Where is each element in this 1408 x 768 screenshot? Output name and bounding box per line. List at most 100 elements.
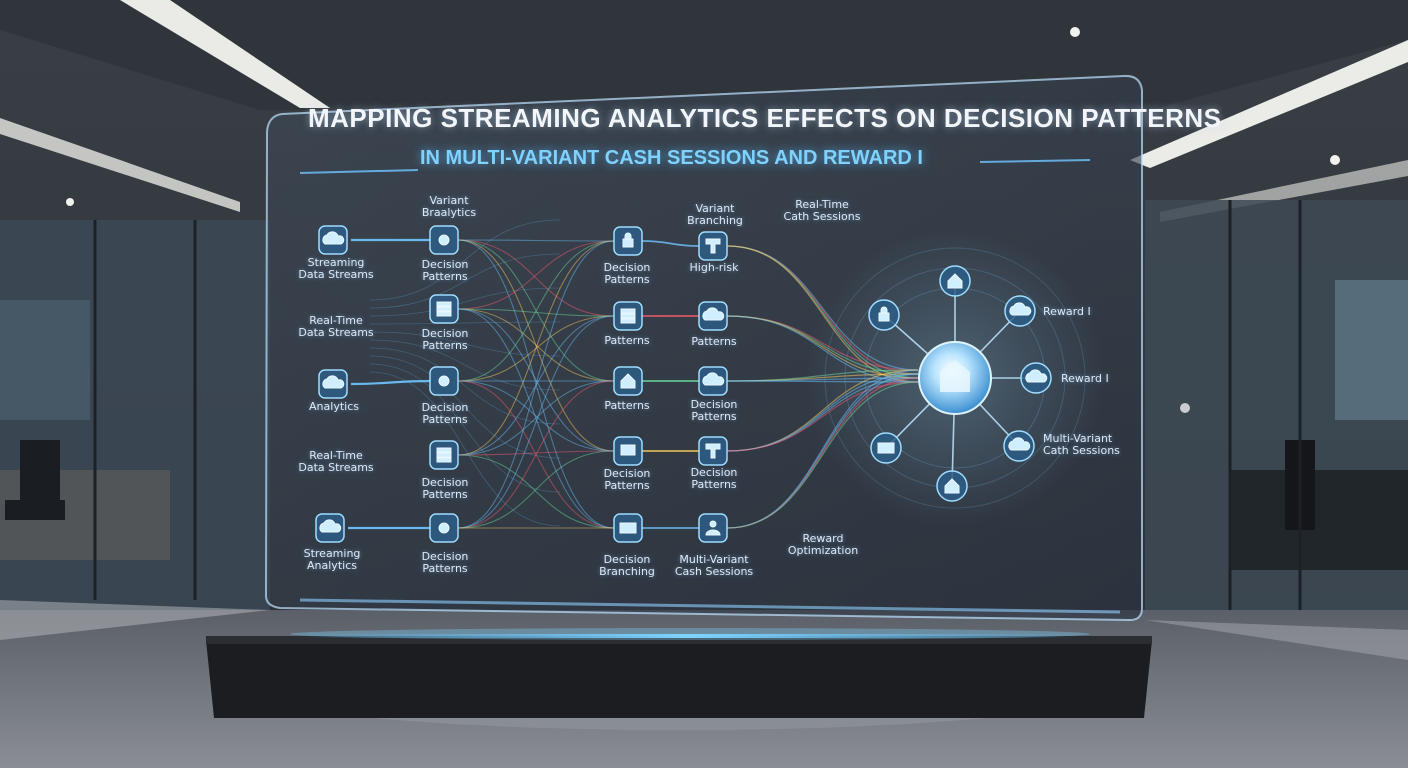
card-icon (619, 522, 637, 534)
icon-nodes (315, 225, 1052, 543)
flow-line (457, 450, 615, 529)
flow-line (457, 308, 615, 452)
flow-line (457, 239, 615, 317)
flow-line (369, 339, 561, 391)
flow-node (315, 513, 345, 543)
lock-icon (622, 232, 634, 248)
flow-line (369, 287, 561, 317)
flow-line (369, 363, 561, 493)
tool-icon (705, 238, 721, 254)
flow-line (369, 355, 561, 459)
flow-node (939, 265, 971, 297)
flow-node (318, 369, 348, 399)
flow-node (870, 432, 902, 464)
flow-line (457, 380, 615, 529)
flow-node (613, 226, 643, 256)
cloud-icon (1008, 437, 1031, 451)
flow-node (698, 231, 728, 261)
flow-line (726, 380, 919, 383)
flow-line (457, 315, 615, 529)
col3-node-label: Patterns (604, 399, 650, 412)
flow-line (457, 315, 615, 456)
flow-node (429, 294, 459, 324)
col4-header-label: Variant Branching (687, 202, 743, 227)
col1-node-label: Analytics (309, 400, 359, 413)
flow-node (613, 436, 643, 466)
home-icon (944, 478, 960, 494)
flow-line (457, 239, 615, 382)
flow-line (369, 371, 561, 527)
flow-node (868, 299, 900, 331)
server-icon (436, 447, 452, 463)
flow-line (457, 240, 615, 382)
flow-line (457, 239, 615, 452)
flow-node (429, 225, 459, 255)
hub-right-label: Reward I (1061, 372, 1109, 385)
flow-line (457, 308, 615, 529)
node-badge (698, 513, 728, 543)
col4-node-label: Decision Patterns (690, 466, 738, 491)
col3-node-label: Decision Patterns (603, 467, 651, 492)
flow-line (457, 380, 615, 452)
home-icon (947, 273, 963, 289)
flow-line (457, 380, 615, 456)
cloud-icon (1025, 369, 1048, 383)
col2-node-label: Decision Patterns (421, 550, 469, 575)
flow-line (369, 219, 561, 301)
flow-node (698, 436, 728, 466)
flow-line (369, 253, 561, 309)
flow-node (698, 366, 728, 396)
col4-node-label: Patterns (691, 335, 737, 348)
gear-icon (438, 375, 450, 387)
cloud-icon (702, 372, 725, 386)
flow-line (726, 381, 919, 529)
lock-icon (878, 306, 890, 322)
flow-node (613, 366, 643, 396)
cloud-icon (319, 519, 342, 533)
flow-line (457, 240, 615, 456)
col2-node-label: Decision Patterns (421, 258, 469, 283)
flow-line (457, 454, 615, 529)
flow-line (457, 240, 615, 310)
col2-header-label: Variant Braalytics (421, 194, 477, 219)
home-icon (620, 373, 636, 389)
server-icon (436, 301, 452, 317)
flow-line (369, 321, 561, 325)
gear-icon (438, 234, 450, 246)
flow-line (369, 347, 561, 425)
flow-node (1004, 295, 1036, 327)
user-icon (705, 520, 721, 536)
flow-line (726, 315, 919, 383)
col4-node-label: High-risk (689, 261, 739, 274)
server-icon (620, 308, 636, 324)
flow-node (318, 225, 348, 255)
panel-subtitle: IN MULTI-VARIANT CASH SESSIONS AND REWAR… (420, 147, 923, 169)
col5-footer-label: Reward Optimization (787, 532, 859, 557)
col1-node-label: Real-Time Data Streams (298, 449, 374, 474)
flow-node (698, 513, 728, 543)
col2-node-label: Decision Patterns (421, 401, 469, 426)
flow-node (613, 301, 643, 331)
flow-line (457, 450, 615, 456)
flow-node (936, 470, 968, 502)
flow-line (457, 308, 615, 382)
flow-line (457, 380, 615, 529)
col1-node-label: Streaming Analytics (303, 547, 361, 572)
col2-node-label: Decision Patterns (421, 476, 469, 501)
tool-icon (705, 443, 721, 459)
cloud-icon (322, 375, 345, 389)
col1-node-label: Streaming Data Streams (298, 256, 374, 281)
flow-node (429, 366, 459, 396)
flow-node (698, 301, 728, 331)
flow-line (350, 379, 431, 386)
col3-node-label: Decision Patterns (603, 261, 651, 286)
hub-right-label: Multi-Variant Cath Sessions (1043, 432, 1120, 457)
flow-line (457, 240, 615, 529)
flow-node (1003, 430, 1035, 462)
cloud-icon (1009, 302, 1032, 316)
flow-lines (348, 219, 919, 530)
cloud-icon (702, 307, 725, 321)
flow-node (429, 513, 459, 543)
